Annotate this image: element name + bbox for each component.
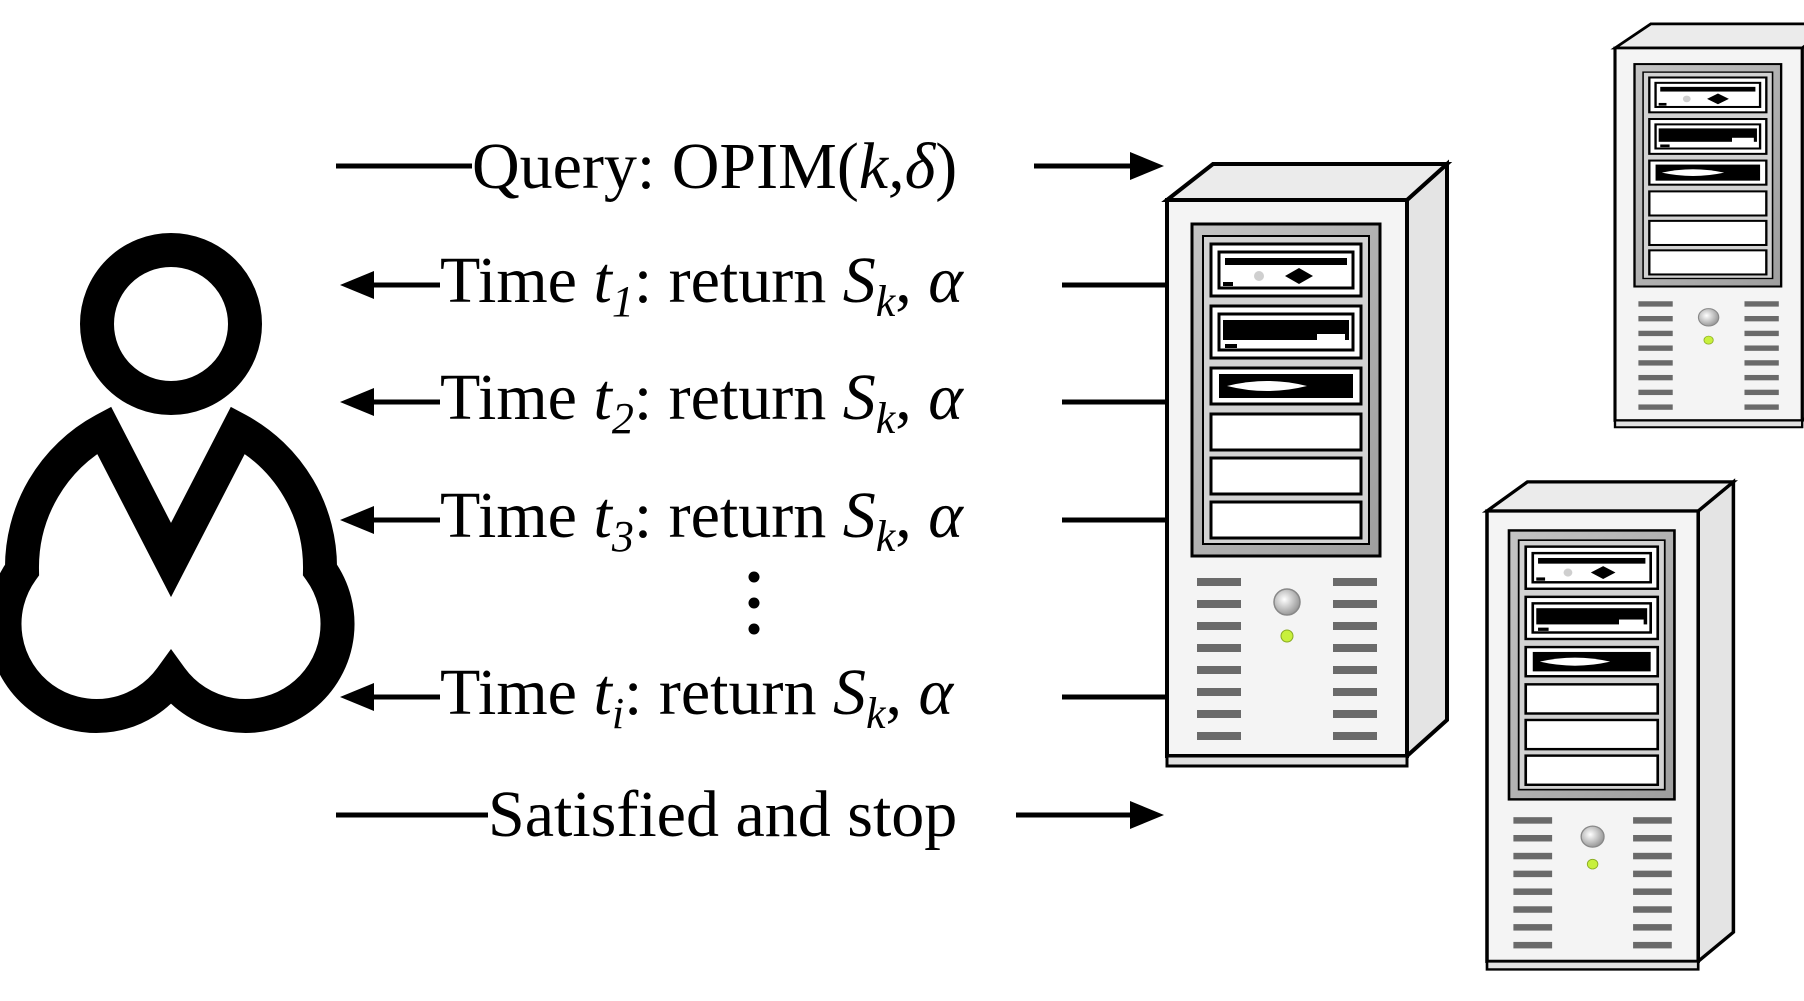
vertical-ellipsis xyxy=(748,571,760,635)
return-message-1: Time t1: return Sk, α xyxy=(440,244,964,326)
return-message-2: Time t2: return Sk, α xyxy=(440,361,964,443)
user-icon xyxy=(0,233,355,733)
query-text: Query: OPIM xyxy=(472,130,837,203)
arrows xyxy=(336,152,1167,829)
server-bottom-right xyxy=(1485,480,1736,972)
server-main xyxy=(1165,162,1449,768)
server-top-right xyxy=(1613,22,1804,429)
return-message-3: Time t3: return Sk, α xyxy=(440,479,964,561)
stop-message: Satisfied and stop xyxy=(488,778,957,851)
query-args: k,δ xyxy=(859,130,937,203)
return-message-i: Time ti: return Sk, α xyxy=(440,656,955,738)
query-message: Query: OPIM(k,δ) xyxy=(472,130,957,203)
query-paren-open: ( xyxy=(837,130,859,203)
query-paren-close: ) xyxy=(935,130,957,203)
